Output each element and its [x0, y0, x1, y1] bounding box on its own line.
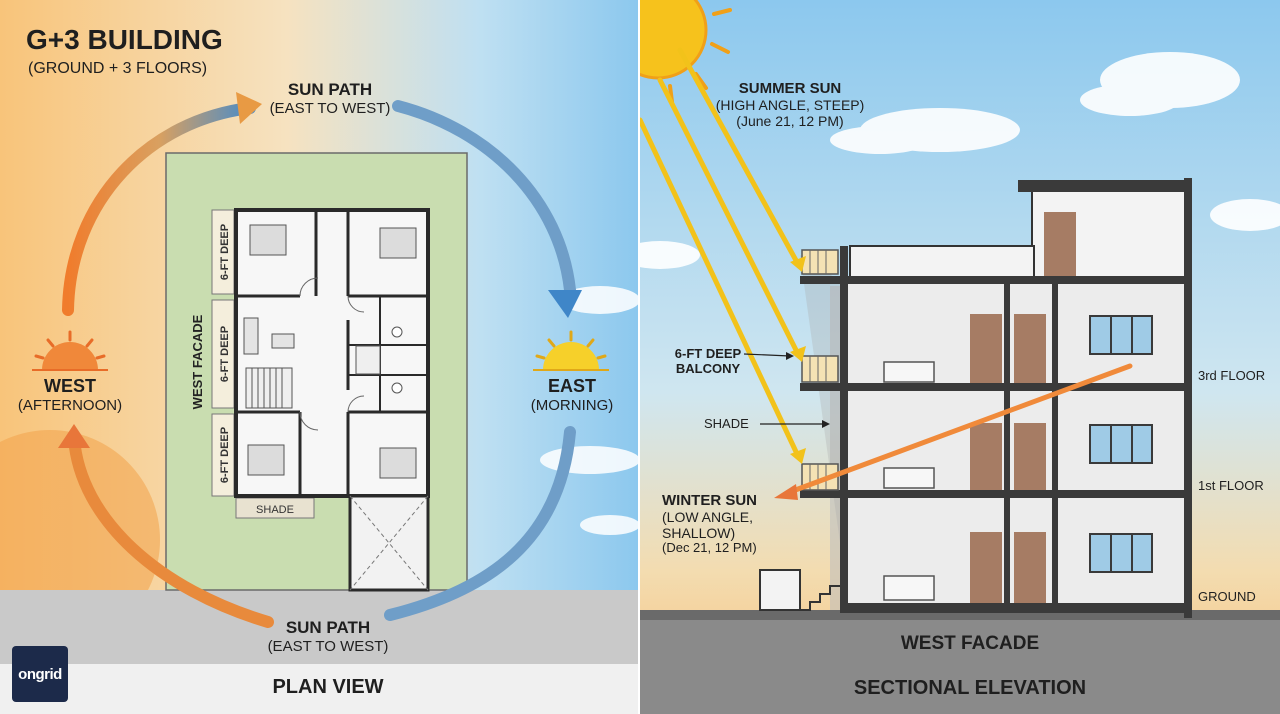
building-section	[759, 178, 1192, 618]
title-strip	[0, 664, 638, 714]
floor-plan	[234, 208, 430, 592]
winter-sun-ray	[787, 363, 1133, 495]
east-sun-icon	[533, 330, 609, 371]
plan-view-title: PLAN VIEW	[272, 676, 384, 698]
summer-sun-date: (June 21, 12 PM)	[736, 113, 844, 130]
sun-path-bottom-sub: (EAST TO WEST)	[267, 637, 389, 655]
winter-ray-arrowhead	[774, 484, 798, 500]
sun-path-arc-top-right	[392, 100, 576, 296]
shade-region	[800, 255, 848, 600]
shade-label: SHADE	[256, 504, 294, 516]
sun-path-arrowhead	[236, 92, 262, 124]
floor-label-first: 1st FLOOR	[1198, 478, 1264, 493]
west-title: WEST	[44, 376, 96, 396]
building-title: G+3 BUILDING	[26, 24, 223, 55]
shade-label: SHADE	[704, 416, 749, 431]
west-label: WEST (AFTERNOON)	[0, 376, 140, 414]
sun-path-arrowhead	[548, 290, 582, 318]
plan-view-panel: WEST FACADE 6-FT DEEP 6-FT DEEP 6-FT DEE…	[0, 0, 638, 714]
ground-strip	[0, 590, 638, 664]
east-label: EAST (MORNING)	[502, 376, 638, 414]
sun-path-arc-bottom-right	[384, 426, 576, 621]
winter-sun-label: WINTER SUN (LOW ANGLE, SHALLOW) (Dec 21,…	[662, 492, 772, 556]
summer-sun-title: SUMMER SUN	[738, 80, 842, 97]
summer-sun-angle: (HIGH ANGLE, STEEP)	[715, 97, 865, 114]
section-view-title: SECTIONAL ELEVATION	[853, 677, 1087, 699]
sun-path-bottom-title: SUN PATH	[285, 618, 371, 637]
east-sub: (MORNING)	[530, 396, 614, 414]
floor-label-third: 3rd FLOOR	[1198, 368, 1266, 383]
winter-sun-angle-2: SHALLOW)	[662, 525, 736, 542]
ongrid-logo: ongrid	[12, 646, 68, 702]
summer-sun-label: SUMMER SUN (HIGH ANGLE, STEEP) (June 21,…	[700, 80, 880, 129]
west-sub: (AFTERNOON)	[17, 396, 123, 414]
sun-path-top-sub: (EAST TO WEST)	[269, 99, 391, 117]
balcony-name: BALCONY	[675, 360, 741, 376]
balcony-depth-label: 6-FT DEEP	[219, 224, 231, 280]
balcony-depth: 6-FT DEEP	[674, 346, 742, 361]
summer-sun-rays	[640, 47, 801, 459]
east-title: EAST	[547, 376, 596, 396]
west-sun-icon	[32, 330, 108, 371]
logo-text: ongrid	[18, 665, 62, 683]
winter-sun-date: (Dec 21, 12 PM)	[662, 540, 757, 556]
section-graphic	[640, 0, 1280, 714]
sun-path-bottom-label: SUN PATH (EAST TO WEST)	[248, 618, 408, 655]
balcony-depth-label: 6-FT DEEP	[219, 427, 231, 483]
west-facade-label: WEST FACADE	[190, 314, 205, 409]
callout-arrows	[743, 353, 826, 425]
summer-ray-arrowheads	[790, 256, 806, 464]
sun-path-top-label: SUN PATH (EAST TO WEST)	[250, 80, 410, 117]
west-facade-label: WEST FACADE	[900, 633, 1040, 654]
winter-sun-title: WINTER SUN	[662, 492, 757, 509]
panel-divider	[638, 0, 640, 714]
balcony-label: 6-FT DEEP BALCONY	[668, 346, 748, 377]
floor-label-ground: GROUND	[1198, 589, 1256, 604]
sun-path-top-title: SUN PATH	[287, 80, 373, 99]
plan-view-graphic: WEST FACADE 6-FT DEEP 6-FT DEEP 6-FT DEE…	[0, 0, 638, 714]
sun-path-arrowhead	[58, 424, 90, 448]
building-subtitle: (GROUND + 3 FLOORS)	[28, 60, 208, 77]
winter-sun-angle: (LOW ANGLE,	[662, 509, 754, 526]
ground-band	[640, 620, 1280, 714]
ground-line	[640, 610, 1280, 620]
west-balconies	[211, 209, 315, 519]
section-view-panel: SUMMER SUN (HIGH ANGLE, STEEP) (June 21,…	[640, 0, 1280, 714]
summer-sun-icon	[640, 0, 732, 104]
sun-path-arc-bottom-left	[68, 432, 274, 628]
balcony-depth-label: 6-FT DEEP	[219, 326, 231, 382]
cloud-decoration	[640, 52, 1280, 269]
sun-path-arc-top-left	[62, 102, 256, 316]
